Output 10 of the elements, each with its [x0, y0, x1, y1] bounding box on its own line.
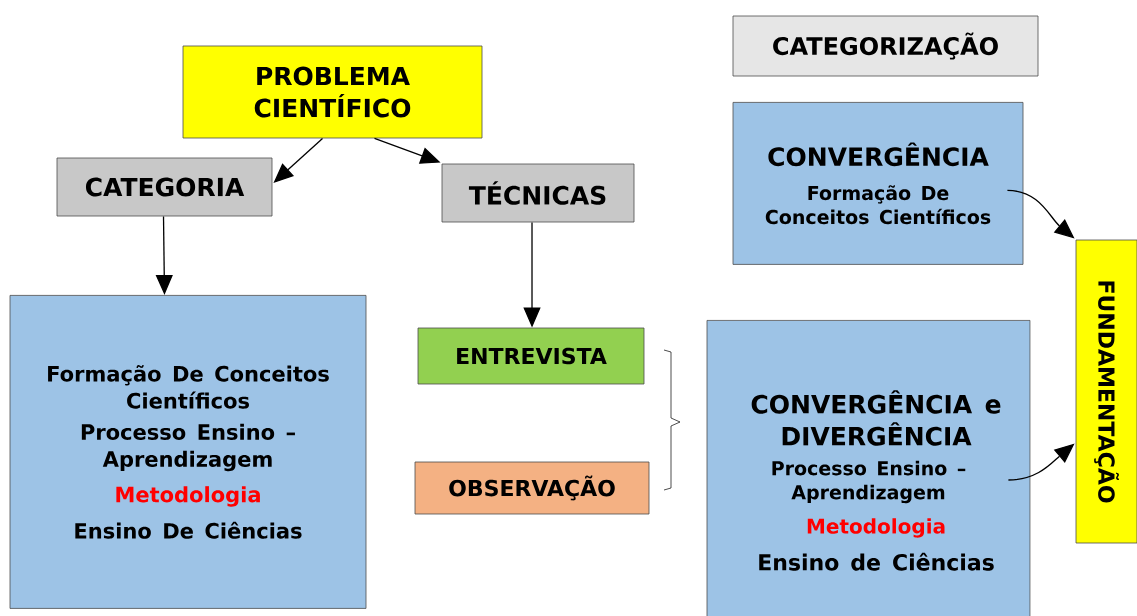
process-box: FUNDAMENTAÇÃO — [1075, 239, 1137, 544]
process-box: TÉCNICAS — [441, 163, 635, 223]
process-box: CATEGORIA — [56, 157, 273, 217]
process-box: Formação De Conceitos Científicos Processo Ensino – Aprendizagem Metodologia Ensino De Ciências — [9, 295, 367, 609]
process-box: CATEGORIZAÇÃO — [732, 15, 1039, 77]
process-box: ENTREVISTA — [417, 327, 645, 385]
process-box: CONVERGÊNCIA Formação De Conceitos Científicos — [732, 102, 1024, 265]
process-box: OBSERVAÇÃO — [414, 461, 650, 515]
process-box: PROBLEMA CIENTÍFICO — [182, 45, 483, 139]
process-box: CONVERGÊNCIA e DIVERGÊNCIA Processo Ensino – Aprendizagem Metodologia Ensino de Ciências — [706, 320, 1031, 616]
